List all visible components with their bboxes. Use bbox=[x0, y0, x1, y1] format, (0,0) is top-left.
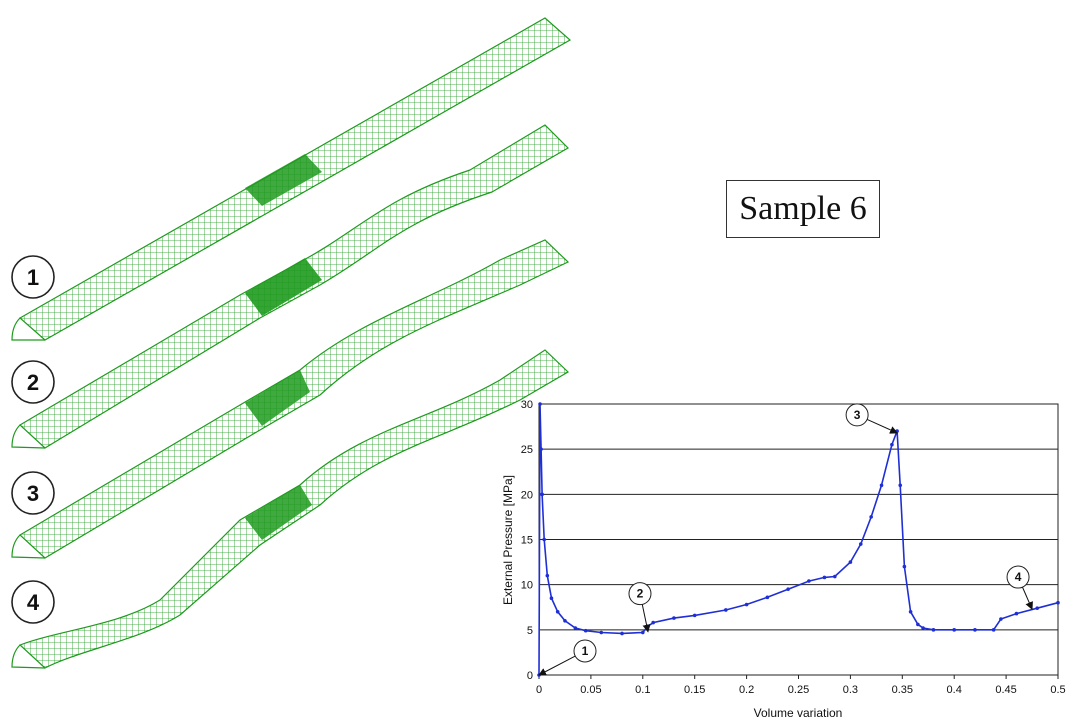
annotation-3: 3 bbox=[845, 403, 899, 434]
data-point bbox=[848, 560, 853, 564]
state-marker-4: 4 bbox=[11, 580, 55, 624]
data-point bbox=[651, 620, 655, 625]
data-point bbox=[991, 628, 996, 632]
data-point bbox=[908, 609, 913, 614]
annotation-arrow bbox=[641, 604, 651, 633]
annotation-1: 1 bbox=[538, 639, 597, 676]
pipe-mesh-state-3 bbox=[11, 239, 570, 559]
data-point bbox=[545, 573, 550, 578]
y-tick-label: 0 bbox=[527, 670, 533, 682]
data-point bbox=[538, 402, 542, 406]
state-marker-2: 2 bbox=[11, 360, 55, 404]
annotation-circle bbox=[1006, 565, 1030, 589]
x-tick-label: 0.5 bbox=[1050, 684, 1065, 696]
y-tick-labels: 0 5 10 15 20 25 30 bbox=[521, 399, 533, 682]
y-axis-title: External Pressure [MPa] bbox=[501, 475, 515, 605]
x-tick-labels: 0 0.05 0.1 0.15 0.2 0.25 0.3 0.35 0.4 0.45 0.5 bbox=[536, 684, 1066, 696]
data-point bbox=[549, 596, 554, 601]
annotation-arrow bbox=[866, 418, 899, 434]
annotation-label: 2 bbox=[637, 587, 644, 601]
data-point bbox=[599, 630, 604, 635]
data-point bbox=[931, 628, 936, 632]
data-point bbox=[921, 626, 925, 630]
data-point bbox=[573, 626, 578, 630]
data-point bbox=[890, 442, 894, 447]
x-tick-label: 0.25 bbox=[788, 684, 809, 696]
x-tick-label: 0.45 bbox=[995, 684, 1016, 696]
x-tick-label: 0.15 bbox=[684, 684, 705, 696]
pressure-curve-points bbox=[537, 402, 1060, 677]
state-marker-1-label: 1 bbox=[27, 265, 39, 290]
x-tick-label: 0.2 bbox=[739, 684, 754, 696]
annotation-label: 1 bbox=[582, 644, 589, 658]
data-point bbox=[542, 537, 546, 542]
x-tick-label: 0.35 bbox=[892, 684, 913, 696]
data-point bbox=[1056, 600, 1060, 605]
data-point bbox=[641, 630, 645, 635]
x-tick-label: 0 bbox=[536, 684, 542, 696]
pipe-mesh-state-4 bbox=[11, 349, 569, 669]
state-marker-4-label: 4 bbox=[27, 590, 40, 615]
data-point bbox=[902, 564, 907, 569]
data-point bbox=[555, 609, 560, 614]
data-point bbox=[869, 515, 873, 519]
state-marker-3: 3 bbox=[11, 471, 55, 515]
sample-label: Sample 6 bbox=[739, 190, 867, 227]
state-marker-3-label: 3 bbox=[27, 481, 39, 506]
x-tick-label: 0.4 bbox=[947, 684, 962, 696]
data-point bbox=[692, 613, 697, 618]
annotation-circle bbox=[845, 403, 869, 427]
y-tick-label: 5 bbox=[527, 625, 533, 637]
data-point bbox=[973, 628, 977, 632]
data-point bbox=[620, 631, 624, 636]
data-point bbox=[1035, 606, 1040, 610]
data-point bbox=[744, 602, 749, 607]
x-tick-label: 0.3 bbox=[843, 684, 858, 696]
chart-annotations: 1 2 3 4 bbox=[538, 403, 1033, 676]
x-tick-label: 0.1 bbox=[635, 684, 650, 696]
data-point bbox=[858, 542, 863, 546]
data-point bbox=[833, 574, 837, 579]
data-point bbox=[879, 483, 884, 488]
data-point bbox=[724, 608, 728, 612]
state-marker-2-label: 2 bbox=[27, 370, 39, 395]
data-point bbox=[583, 628, 588, 633]
pipe-mesh-state-2 bbox=[11, 124, 569, 449]
state-marker-1: 1 bbox=[11, 255, 55, 299]
annotation-4: 4 bbox=[1006, 565, 1033, 610]
data-point bbox=[672, 616, 676, 620]
data-point bbox=[765, 595, 770, 600]
data-point bbox=[807, 579, 811, 583]
data-point bbox=[822, 575, 827, 580]
data-point bbox=[999, 617, 1003, 621]
data-point bbox=[952, 628, 956, 632]
data-point bbox=[898, 483, 903, 488]
pipe-mesh-state-1 bbox=[11, 17, 572, 341]
y-tick-label: 25 bbox=[521, 444, 533, 456]
x-tick-label: 0.05 bbox=[580, 684, 601, 696]
x-axis-title: Volume variation bbox=[754, 706, 843, 720]
annotation-label: 4 bbox=[1015, 570, 1022, 584]
sample-label-box: Sample 6 bbox=[726, 180, 880, 238]
data-point bbox=[540, 492, 544, 497]
annotation-label: 3 bbox=[854, 408, 861, 422]
data-point bbox=[539, 447, 543, 451]
annotation-arrow bbox=[538, 655, 576, 676]
annotation-circle bbox=[573, 639, 597, 663]
y-tick-label: 10 bbox=[521, 580, 533, 592]
data-point bbox=[1014, 611, 1019, 616]
y-tick-label: 15 bbox=[521, 535, 533, 547]
annotation-arrow bbox=[1022, 586, 1033, 610]
y-tick-label: 30 bbox=[521, 399, 533, 411]
annotation-2: 2 bbox=[628, 582, 652, 633]
data-point bbox=[916, 622, 920, 627]
data-point bbox=[786, 587, 790, 591]
annotation-circle bbox=[628, 582, 652, 606]
data-point bbox=[563, 619, 567, 623]
y-tick-label: 20 bbox=[521, 489, 533, 501]
